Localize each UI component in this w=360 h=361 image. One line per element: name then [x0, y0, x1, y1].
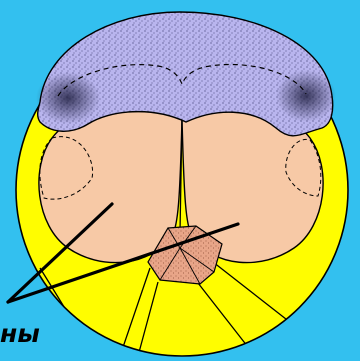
- cap-dark-right: [276, 70, 336, 122]
- caption-label: ны: [0, 320, 40, 348]
- cap-dark-left: [36, 72, 100, 124]
